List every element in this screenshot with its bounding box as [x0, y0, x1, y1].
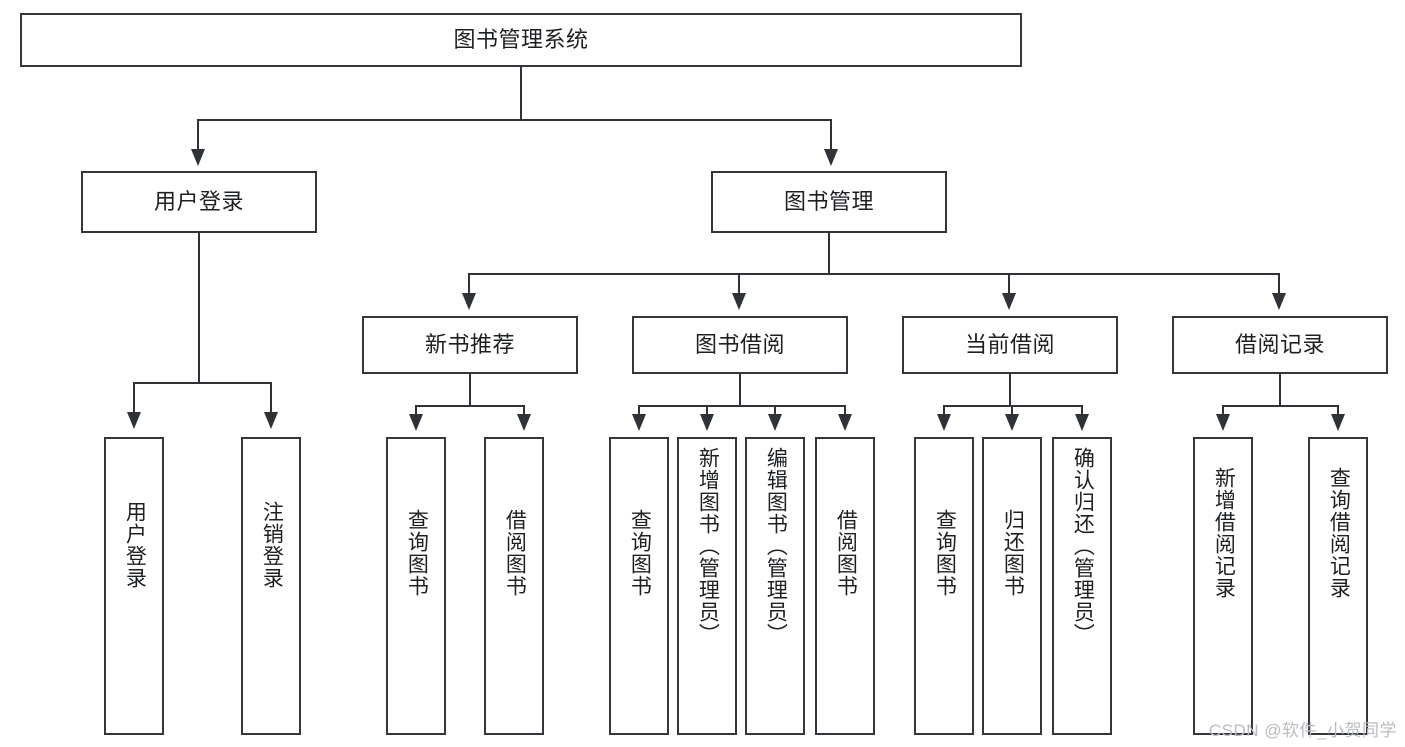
connector-book-mgmt-child-2	[738, 273, 740, 297]
arrowhead-leaf-edit-book	[768, 414, 782, 431]
node-label: 图书管理系统	[453, 27, 589, 53]
node-root-system[interactable]: 图书管理系统	[20, 13, 1022, 67]
node-label: 图书借阅	[694, 332, 785, 358]
node-user-login[interactable]: 用户登录	[81, 171, 317, 233]
node-label: 查询图书	[628, 509, 652, 597]
leaf-borrow-book-borrow[interactable]: 借阅图书	[815, 437, 875, 735]
node-label: 借阅图书	[834, 509, 858, 597]
arrowhead-leaf-return-book	[1005, 414, 1019, 431]
connector-root-bus	[198, 119, 832, 121]
node-label: 用户登录	[123, 501, 147, 589]
leaf-logout[interactable]: 注销登录	[241, 437, 301, 735]
node-label: 查询图书	[933, 509, 957, 597]
connector-book-mgmt-child-1	[468, 273, 470, 297]
arrowhead-leaf-add-record	[1216, 414, 1230, 431]
arrowhead-leaf-confirm-return	[1075, 414, 1089, 431]
connector-user-login-child-2	[270, 382, 272, 414]
arrowhead-borrow-record	[1272, 293, 1286, 310]
connector-new-book-stem	[469, 374, 471, 406]
connector-book-mgmt-child-3	[1008, 273, 1010, 297]
arrowhead-leaf-query-book-3	[937, 414, 951, 431]
connector-book-borrow-child-4	[844, 405, 846, 417]
connector-user-login-bus	[133, 382, 272, 384]
connector-root-to-book-mgmt	[830, 119, 832, 151]
arrowhead-book-mgmt	[824, 149, 838, 166]
connector-book-borrow-child-1	[638, 405, 640, 417]
arrowhead-leaf-borrow-book-1	[517, 414, 531, 431]
arrowhead-leaf-borrow-book-2	[838, 414, 852, 431]
connector-book-borrow-child-3	[774, 405, 776, 417]
connector-book-mgmt-bus	[468, 273, 1280, 275]
node-label: 借阅图书	[503, 509, 527, 597]
arrowhead-leaf-query-book-2	[632, 414, 646, 431]
connector-new-book-child-2	[523, 405, 525, 417]
connector-user-login-stem	[198, 233, 200, 383]
node-label: 确认归还（管理员）	[1071, 447, 1095, 645]
node-label: 查询借阅记录	[1327, 467, 1351, 599]
node-new-book-recommend[interactable]: 新书推荐	[362, 316, 578, 374]
connector-root-stem	[520, 67, 522, 120]
arrowhead-leaf-logout	[264, 412, 278, 429]
connector-current-borrow-child-1	[943, 405, 945, 417]
node-label: 借阅记录	[1234, 332, 1325, 358]
arrowhead-new-book-recommend	[462, 293, 476, 310]
node-label: 编辑图书（管理员）	[764, 447, 788, 645]
leaf-borrow-book-recommend[interactable]: 借阅图书	[484, 437, 544, 735]
leaf-add-borrow-record[interactable]: 新增借阅记录	[1193, 437, 1253, 735]
node-book-borrow[interactable]: 图书借阅	[632, 316, 848, 374]
node-label: 新书推荐	[424, 332, 515, 358]
node-label: 查询图书	[405, 509, 429, 597]
arrowhead-user-login	[191, 149, 205, 166]
node-label: 注销登录	[260, 501, 284, 589]
arrowhead-leaf-add-book	[700, 414, 714, 431]
connector-book-mgmt-child-4	[1278, 273, 1280, 297]
leaf-query-book-borrow[interactable]: 查询图书	[609, 437, 669, 735]
arrowhead-book-borrow	[732, 293, 746, 310]
connector-current-borrow-child-3	[1081, 405, 1083, 417]
node-label: 归还图书	[1001, 509, 1025, 597]
connector-borrow-record-stem	[1279, 374, 1281, 406]
arrowhead-leaf-query-record	[1331, 414, 1345, 431]
leaf-user-login[interactable]: 用户登录	[104, 437, 164, 735]
connector-new-book-child-1	[415, 405, 417, 417]
node-label: 用户登录	[153, 189, 244, 215]
leaf-edit-book-admin[interactable]: 编辑图书（管理员）	[745, 437, 805, 735]
leaf-return-book[interactable]: 归还图书	[982, 437, 1042, 735]
connector-book-borrow-stem	[739, 374, 741, 406]
leaf-query-book-recommend[interactable]: 查询图书	[386, 437, 446, 735]
leaf-query-borrow-record[interactable]: 查询借阅记录	[1308, 437, 1368, 735]
connector-current-borrow-child-2	[1011, 405, 1013, 417]
connector-root-to-user-login	[197, 119, 199, 151]
node-label: 新增图书（管理员）	[696, 447, 720, 645]
leaf-query-book-current[interactable]: 查询图书	[914, 437, 974, 735]
node-book-management[interactable]: 图书管理	[711, 171, 947, 233]
node-borrow-record[interactable]: 借阅记录	[1172, 316, 1388, 374]
arrowhead-leaf-query-book-1	[409, 414, 423, 431]
arrowhead-leaf-user-login	[127, 412, 141, 429]
connector-user-login-child-1	[133, 382, 135, 414]
connector-book-mgmt-stem	[828, 233, 830, 274]
leaf-add-book-admin[interactable]: 新增图书（管理员）	[677, 437, 737, 735]
node-label: 图书管理	[783, 189, 874, 215]
connector-current-borrow-bus	[943, 405, 1083, 407]
connector-book-borrow-bus	[638, 405, 846, 407]
connector-book-borrow-child-2	[706, 405, 708, 417]
connector-new-book-bus	[415, 405, 525, 407]
node-label: 新增借阅记录	[1212, 467, 1236, 599]
node-label: 当前借阅	[964, 332, 1055, 358]
connector-borrow-record-child-2	[1337, 405, 1339, 417]
connector-current-borrow-stem	[1009, 374, 1011, 406]
connector-borrow-record-child-1	[1222, 405, 1224, 417]
leaf-confirm-return-admin[interactable]: 确认归还（管理员）	[1052, 437, 1112, 735]
node-current-borrow[interactable]: 当前借阅	[902, 316, 1118, 374]
arrowhead-current-borrow	[1002, 293, 1016, 310]
connector-borrow-record-bus	[1222, 405, 1339, 407]
